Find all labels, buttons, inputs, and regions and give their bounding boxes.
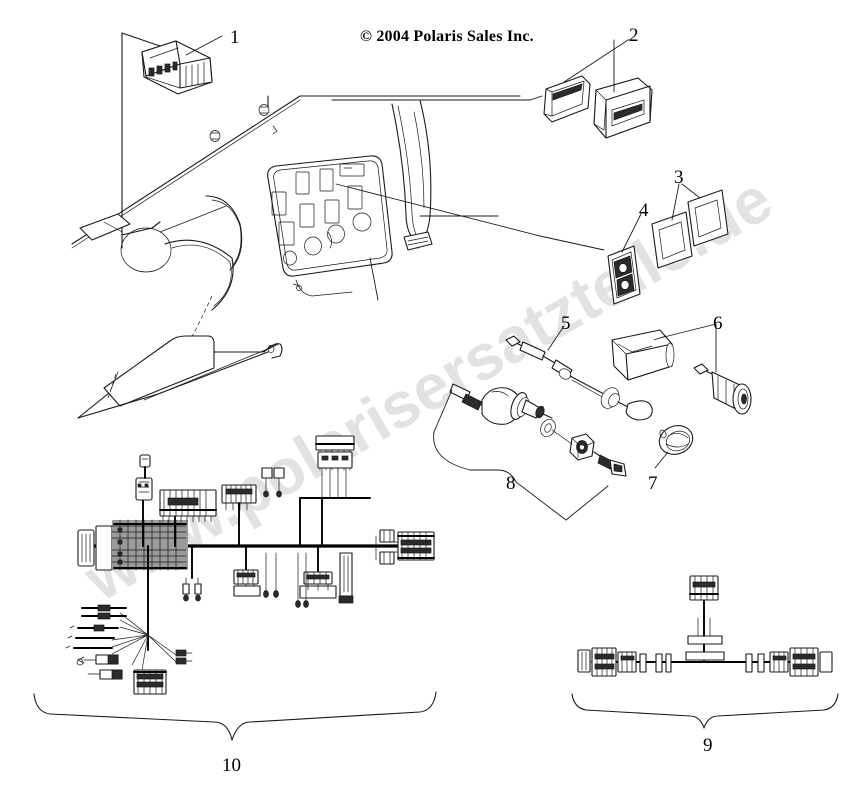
callout-8: 8 [506, 473, 516, 494]
callout-2: 2 [629, 25, 639, 46]
part-6-power-outlet [611, 323, 752, 415]
callout-1: 1 [230, 27, 240, 48]
dash-right-shroud [391, 99, 433, 251]
part-7-outlet-cap [654, 425, 694, 469]
callout-4: 4 [639, 200, 649, 221]
dashboard-body [71, 32, 521, 419]
callout-3: 3 [674, 167, 684, 188]
part-8-ignition-switch [433, 383, 627, 521]
part-9-secondary-harness [571, 575, 839, 729]
part-1-relay-block [141, 35, 223, 95]
callout-6: 6 [713, 313, 723, 334]
part-5-choke-cable [505, 325, 653, 421]
part-10-main-harness [33, 435, 437, 741]
copyright-notice: © 2004 Polaris Sales Inc. [360, 28, 534, 45]
callout-9: 9 [703, 735, 713, 756]
assembly-leader-lines [331, 95, 605, 301]
callout-7: 7 [648, 473, 658, 494]
callout-10: 10 [222, 755, 241, 776]
dash-switch-panel [267, 155, 393, 297]
harness-fanout [65, 604, 193, 695]
part-3-switch-bezels [651, 183, 729, 269]
callout-5: 5 [561, 313, 571, 334]
part-2-accessory-tray [543, 39, 653, 139]
part-4-rocker-switch [607, 213, 642, 305]
